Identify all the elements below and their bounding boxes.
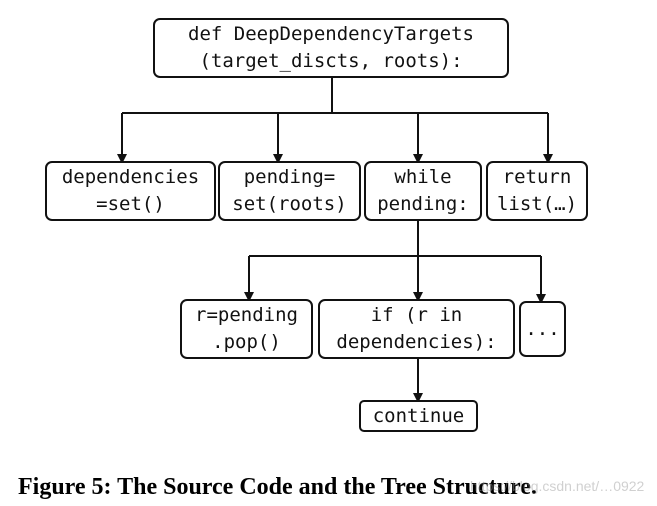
while-edges <box>244 221 546 304</box>
node-ellipsis-line1: ... <box>525 317 560 340</box>
node-pop-line2: .pop() <box>212 331 281 353</box>
node-if-line2: dependencies): <box>336 331 497 353</box>
node-if-line1: if (r in <box>370 304 463 326</box>
node-dependencies: dependencies =set() <box>45 161 216 221</box>
node-pending-line1: pending= <box>243 166 336 188</box>
node-while: while pending: <box>364 161 482 221</box>
node-dependencies-line2: =set() <box>96 193 165 215</box>
node-return: return list(…) <box>486 161 588 221</box>
root-edges <box>117 78 553 164</box>
node-continue: continue <box>359 400 478 432</box>
node-root-line2: (target_discts, roots): <box>199 50 463 72</box>
node-continue-line1: continue <box>372 404 465 427</box>
node-dependencies-line1: dependencies <box>61 166 200 188</box>
node-pending-line2: set(roots) <box>232 193 347 215</box>
node-pop: r=pending .pop() <box>180 299 313 359</box>
node-pop-line1: r=pending <box>195 304 298 326</box>
node-root-line1: def DeepDependencyTargets <box>188 23 474 45</box>
watermark: https://blog.csdn.net/…0922 <box>470 478 645 494</box>
figure-caption: Figure 5: The Source Code and the Tree S… <box>18 474 537 500</box>
node-root-def: def DeepDependencyTargets (target_discts… <box>153 18 509 78</box>
node-while-line1: while <box>394 166 452 188</box>
node-if: if (r in dependencies): <box>318 299 515 359</box>
node-ellipsis: ... <box>519 301 566 357</box>
node-return-line2: list(…) <box>496 193 578 215</box>
node-while-line2: pending: <box>377 193 469 215</box>
node-pending: pending= set(roots) <box>218 161 361 221</box>
node-return-line1: return <box>502 166 572 188</box>
